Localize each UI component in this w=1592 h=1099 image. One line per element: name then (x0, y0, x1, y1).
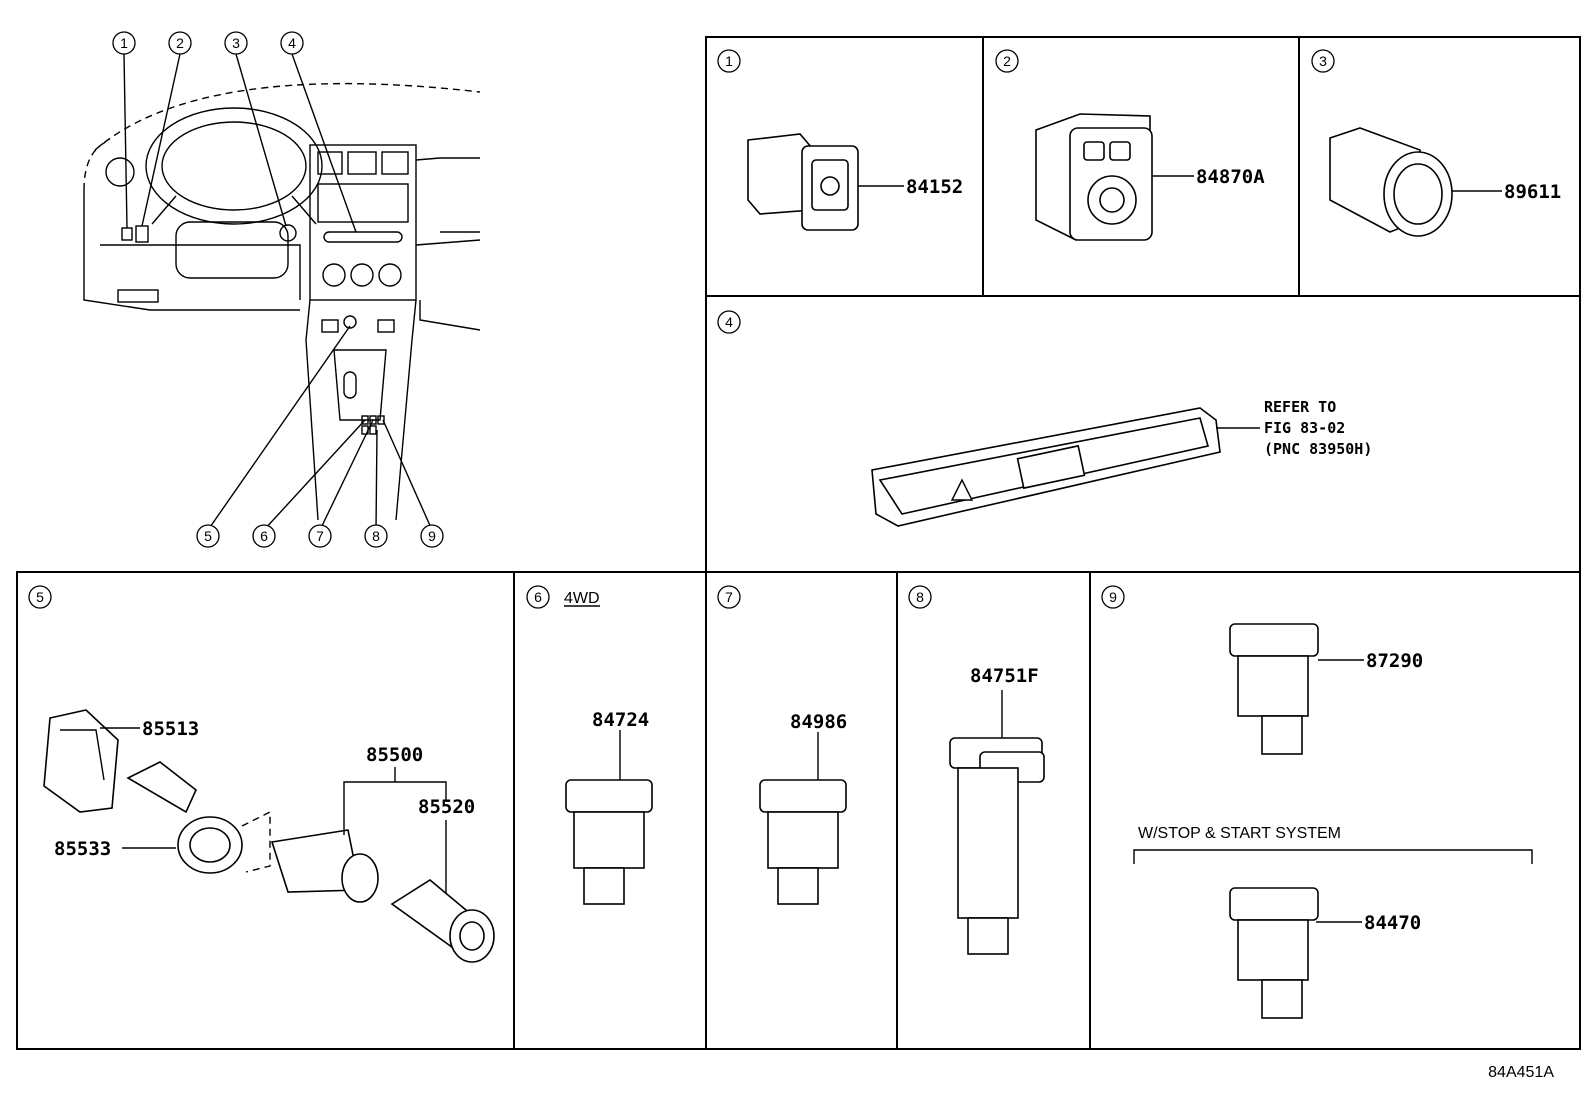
part-number-85513: 85513 (142, 718, 199, 740)
panel-8: 8 84751F (908, 585, 1045, 955)
qualifier-4wd: 4WD (564, 590, 600, 607)
part-number-85520: 85520 (418, 796, 475, 818)
switch-84986-illustration (759, 779, 847, 905)
panel-1-number-circle (717, 49, 741, 73)
part-number-84724: 84724 (592, 709, 649, 731)
panel-9-number-circle (1101, 585, 1125, 609)
callout-4: 4 (280, 31, 304, 55)
svg-text:2: 2 (176, 35, 184, 51)
panel-4-number-circle (717, 310, 741, 334)
panel-3-number: 3 (1319, 53, 1327, 69)
part-number-84470: 84470 (1364, 912, 1421, 934)
callout-8: 8 (364, 524, 388, 548)
panel-8-number-circle (908, 585, 932, 609)
switch-84470-illustration (1229, 887, 1319, 1019)
switch-84152-illustration (747, 133, 859, 231)
callout-1: 1 (112, 31, 136, 55)
switch-84724-illustration (565, 779, 653, 905)
panel-2: 2 84870A (995, 49, 1265, 241)
note-line-2: FIG 83-02 (1264, 419, 1345, 437)
switch-84751f-illustration (949, 737, 1045, 955)
switch-87290-illustration (1229, 623, 1319, 755)
panel-7-number: 7 (725, 589, 733, 605)
panel-2-number: 2 (1003, 53, 1011, 69)
panel-5-number-circle (28, 585, 52, 609)
socket-85533-illustration (126, 761, 243, 874)
panel-8-number: 8 (916, 589, 924, 605)
panel-1: 1 84152 (717, 49, 963, 231)
note-line-3: (PNC 83950H) (1264, 440, 1372, 458)
part-number-85533: 85533 (54, 838, 111, 860)
panel-7: 7 84986 (717, 585, 847, 905)
panel-9: 9 87290 W/STOP & START SYSTEM 84470 (1101, 585, 1533, 1019)
panel-3-number-circle (1311, 49, 1335, 73)
cigarette-lighter-85500-illustration (270, 829, 379, 903)
panel-5-number: 5 (36, 589, 44, 605)
part-number-84870a: 84870A (1196, 166, 1265, 188)
callout-3: 3 (224, 31, 248, 55)
callout-9: 9 (420, 524, 444, 548)
panel-6: 6 4WD 84724 (526, 585, 653, 905)
hazard-switch-panel-illustration (871, 407, 1221, 527)
part-number-89611: 89611 (1504, 181, 1561, 203)
part-number-84986: 84986 (790, 711, 847, 733)
svg-text:7: 7 (316, 528, 324, 544)
part-number-87290: 87290 (1366, 650, 1423, 672)
svg-text:8: 8 (372, 528, 380, 544)
part-number-84751f: 84751F (970, 665, 1039, 687)
callout-6: 6 (252, 524, 276, 548)
part-number-84152: 84152 (906, 176, 963, 198)
callout-7: 7 (308, 524, 332, 548)
panel-6-number: 6 (534, 589, 542, 605)
callout-2: 2 (168, 31, 192, 55)
svg-text:1: 1 (120, 35, 128, 51)
part-number-85500: 85500 (366, 744, 423, 766)
note-line-1: REFER TO (1264, 398, 1336, 416)
start-stop-button-89611-illustration (1329, 127, 1453, 237)
svg-text:6: 6 (260, 528, 268, 544)
lighter-plug-85520-illustration (390, 879, 495, 963)
figure-code: 84A451A (1488, 1064, 1554, 1081)
panel-6-number-circle (526, 585, 550, 609)
callout-5: 5 (196, 524, 220, 548)
svg-text:5: 5 (204, 528, 212, 544)
dashboard-overview (83, 53, 481, 531)
svg-text:4: 4 (288, 35, 296, 51)
panel-4-number: 4 (725, 314, 733, 330)
panel-5: 5 85513 85533 85500 85520 (28, 585, 495, 963)
panel-7-number-circle (717, 585, 741, 609)
panel-2-number-circle (995, 49, 1019, 73)
panel-1-number: 1 (725, 53, 733, 69)
panel-frames (16, 36, 1581, 1050)
panel-4: 4 REFER TO FIG 83-02 (PNC 83950H) (717, 310, 1372, 527)
socket-holder-85513-illustration (43, 709, 119, 813)
mirror-switch-84870a-illustration (1035, 113, 1153, 241)
svg-text:3: 3 (232, 35, 240, 51)
panel-9-number: 9 (1109, 589, 1117, 605)
condition-stop-start: W/STOP & START SYSTEM (1138, 825, 1341, 842)
svg-text:9: 9 (428, 528, 436, 544)
overview-callouts: 1 2 3 4 5 6 7 8 9 (112, 31, 444, 548)
panel-3: 3 89611 (1311, 49, 1561, 237)
